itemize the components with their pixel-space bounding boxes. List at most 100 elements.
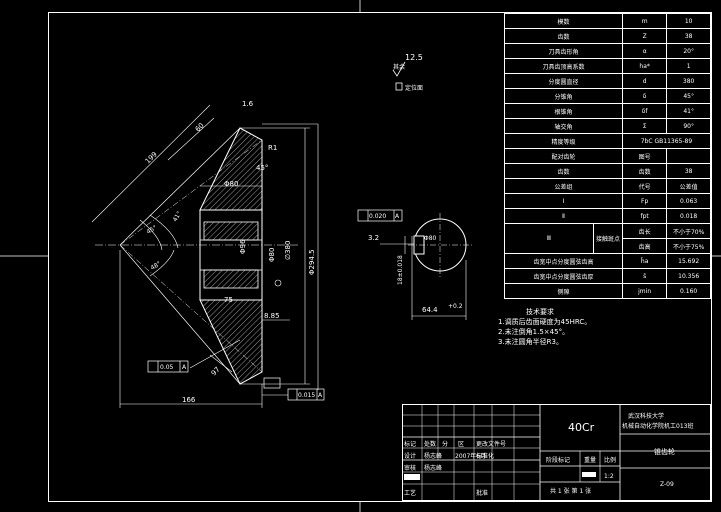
param-cell: 0.018 [666,208,711,224]
gdt-0-015-datum: A [318,392,323,399]
param-cell: 接触斑点 [592,223,623,254]
param-cell: 公差值 [666,178,711,194]
sheet-count: 共 1 张 第 1 张 [550,487,591,495]
dim-8-85: 8.85 [264,312,280,320]
param-cell: s̄ [621,268,668,284]
dim-phi96: Φ96 [239,239,247,254]
param-cell: 380 [666,73,711,89]
param-cell: 7bC GB11365-89 [621,133,712,149]
dim-phi80: Φ80 [224,180,238,188]
stage-label: 阶段标记 [546,456,570,464]
param-row: 齿高不小于75% [505,238,711,254]
param-cell: 0.063 [666,193,711,209]
tb-r1c2: 处数 [424,440,436,448]
tb-r4c1: 工艺 [404,489,416,497]
param-cell: 20° [666,43,711,59]
param-cell: ha* [621,58,668,74]
param-cell: 模数 [504,13,623,29]
param-cell: 分度圆直径 [504,73,623,89]
param-row: 配对齿轮图号 [504,148,711,164]
param-cell: 41° [666,103,711,119]
param-cell: 38 [666,28,711,44]
param-cell: 精度等级 [504,133,623,149]
tb-r1c1: 标记 [404,440,416,448]
tb-r2c3: 2007年6月 [455,452,486,460]
notes-title: 技术要求 [526,308,554,316]
dim-1-6: 1.6 [242,100,254,108]
tb-r1c3: 分 [442,440,448,448]
param-cell: 齿长 [621,223,668,239]
roughness-value: 12.5 [405,53,423,62]
param-cell: 0.160 [666,283,711,299]
param-cell: h̄a [621,253,668,269]
param-cell: 10.356 [666,268,711,284]
param-cell: 配对齿轮 [504,148,623,164]
title-block: 40Cr 武汉科技大学 机械自动化学院机工013班 锥齿轮 Z-09 1:2 共… [402,404,711,501]
tb-r2c4: 标准化 [476,452,494,460]
param-cell: Fp [621,193,668,209]
param-cell [666,148,711,164]
scale-label: 比例 [604,456,616,464]
param-cell: 齿数 [621,163,668,179]
param-cell: jmin [621,283,668,299]
param-cell: 15.692 [666,253,711,269]
keyway-64-4: 64.4 [422,306,438,314]
param-cell: 轴交角 [504,118,623,134]
keyway-phi80: Φ80 [424,235,437,242]
param-cell: Ⅲ [504,223,594,254]
tb-r1c4: 区 [458,441,464,448]
tb-r2c1: 设计 [404,452,416,460]
param-cell: fpt [621,208,668,224]
datum-label: 定位面 [405,84,423,92]
dim-phi80b: Φ80 [268,248,276,262]
scale-value: 1:2 [604,473,614,480]
dim-166: 166 [182,396,196,404]
dim-199: 199 [144,150,159,165]
class-name: 机械自动化学院机工013班 [622,422,693,430]
part-name: 锥齿轮 [654,447,675,456]
param-cell: 不小于70% [666,223,711,239]
weight-label: 重量 [584,456,596,464]
param-cell: 分锥角 [504,88,623,104]
keyway-3-2: 3.2 [368,234,379,242]
param-cell: 90° [666,118,711,134]
param-cell: 刀具齿形角 [504,43,623,59]
note-1: 1.调质后齿面硬度为45HRC。 [498,318,592,326]
param-cell: α [621,43,668,59]
param-cell: 齿数 [504,163,623,179]
dim-45deg: 45° [256,164,268,172]
param-cell: δf [621,103,668,119]
param-row: 公差组代号公差值 [504,178,711,194]
param-cell: 1 [666,58,711,74]
param-cell: Ⅱ [504,208,623,224]
material: 40Cr [568,421,595,434]
gdt-0-05: 0.05 [160,364,174,371]
param-cell: 齿数 [504,28,623,44]
gdt-0-015: 0.015 [298,392,315,399]
dim-d380: ∅380 [284,241,292,260]
keyway-18: 18±0.018 [397,255,404,285]
param-cell: 38 [666,163,711,179]
drawing-number: Z-09 [660,481,674,488]
param-cell: 齿高 [621,238,668,254]
gdt-0-020: 0.020 [369,213,386,220]
dim-97: 97 [210,365,222,377]
keyway-tol: +0.2 [448,303,463,310]
param-cell: 刀具齿顶高系数 [504,58,623,74]
param-cell: m [621,13,668,29]
note-2: 2.未注倒角1.5×45°。 [498,328,570,336]
drawing-frame [48,12,712,502]
